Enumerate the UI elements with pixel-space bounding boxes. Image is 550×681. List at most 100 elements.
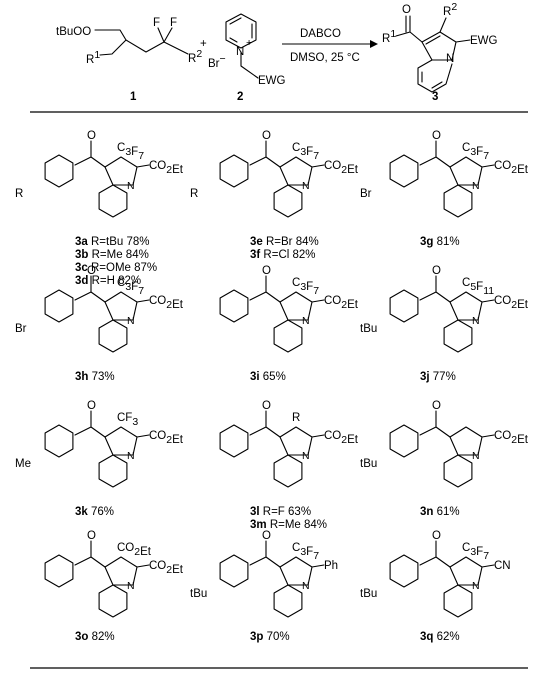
c3-substituent-label: Ph (324, 560, 338, 572)
plus-charge: + (246, 37, 252, 49)
nitrogen-label: N (302, 180, 310, 192)
nitrogen-label: N (236, 46, 244, 58)
reactant-1: tBuOO F F R1 R2 1 (56, 17, 202, 103)
oxygen-label: O (432, 530, 441, 542)
oxygen-label: O (262, 265, 271, 277)
compound-yield-label: 3k 76% (75, 506, 114, 518)
reaction-scheme: tBuOO F F R1 R2 1 + N + Br− EWG 2 (56, 1, 498, 103)
r2-label: R2 (443, 1, 457, 18)
oxygen-label: O (87, 265, 96, 277)
oxygen-label: O (87, 530, 96, 542)
aryl-substituent-label: tBu (360, 588, 377, 600)
c3-substituent-label: CO2Et (324, 295, 359, 311)
c2-substituent-label: C3F7 (292, 277, 319, 297)
oxygen-label: O (262, 400, 271, 412)
compound-yield-label: 3a R=tBu 78% (75, 236, 150, 248)
oxygen-label: O (262, 130, 271, 142)
compound-yield-label: 3c R=OMe 87% (75, 262, 157, 274)
conditions-label: DMSO, 25 °C (290, 52, 360, 64)
nitrogen-label: N (127, 450, 135, 462)
c2-substituent-label: C3F7 (292, 542, 319, 562)
nitrogen-label: N (302, 450, 310, 462)
r2-label: R2 (188, 48, 202, 65)
c3-substituent-label: CO2Et (324, 160, 359, 176)
plus-sign: + (200, 38, 207, 50)
aryl-substituent-label: R (190, 188, 198, 200)
c3-substituent-label: CO2Et (149, 560, 184, 576)
oxygen-label: O (432, 400, 441, 412)
bromide-label: Br− (208, 53, 226, 70)
nitrogen-label: N (127, 180, 135, 192)
compound-number-1: 1 (130, 91, 137, 103)
c3-substituent-label: CO2Et (149, 295, 184, 311)
c2-substituent-label: CO2Et (117, 542, 152, 558)
fluorine-label: F (153, 17, 160, 29)
compound-c3l_3m: N O R CO2Et 3l R=F 63%3m R=Me 84% (219, 400, 359, 531)
compound-yield-label: 3b R=Me 84% (75, 249, 149, 261)
compound-yield-label: 3j 77% (420, 371, 456, 383)
nitrogen-label: N (446, 53, 454, 65)
compound-yield-label: 3f R=Cl 82% (250, 249, 316, 261)
oxygen-label: O (432, 130, 441, 142)
product-3: N O R1 R2 EWG 3 (382, 1, 498, 103)
nitrogen-label: N (127, 580, 135, 592)
c3-substituent-label: CO2Et (324, 430, 359, 446)
c2-substituent-label: C3F7 (292, 142, 319, 162)
aryl-substituent-label: tBu (360, 323, 377, 335)
ewg-label: EWG (258, 75, 286, 87)
c3-substituent-label: CN (494, 560, 511, 572)
aryl-substituent-label: R (15, 188, 23, 200)
c2-substituent-label: C3F7 (117, 142, 144, 162)
compound-yield-label: 3p 70% (250, 631, 290, 643)
c3-substituent-label: CO2Et (149, 160, 184, 176)
ewg-label: EWG (470, 35, 498, 47)
nitrogen-label: N (472, 580, 480, 592)
tbuoo-label: tBuOO (56, 26, 91, 38)
c2-substituent-label: C5F11 (462, 277, 494, 297)
c2-substituent-label: R (292, 412, 300, 424)
compound-yield-label: 3l R=F 63% (250, 506, 311, 518)
compound-yield-label: 3m R=Me 84% (250, 519, 327, 531)
nitrogen-label: N (472, 450, 480, 462)
aryl-substituent-label: Me (15, 458, 31, 470)
reaction-arrow: DABCO DMSO, 25 °C (282, 28, 378, 64)
reactant-2: N + Br− EWG 2 (208, 13, 286, 103)
aryl-substituent-label: Br (360, 188, 372, 200)
c3-substituent-label: CO2Et (494, 295, 529, 311)
oxygen-label: O (87, 130, 96, 142)
compound-yield-label: 3q 62% (420, 631, 460, 643)
oxygen-label: O (262, 530, 271, 542)
nitrogen-label: N (302, 580, 310, 592)
oxygen-label: O (87, 400, 96, 412)
c3-substituent-label: CO2Et (149, 430, 184, 446)
nitrogen-label: N (472, 315, 480, 327)
compound-yield-label: 3h 73% (75, 371, 115, 383)
compound-yield-label: 3n 61% (420, 506, 460, 518)
compound-number-3: 3 (432, 91, 438, 103)
c3-substituent-label: CO2Et (494, 160, 529, 176)
r1-label: R1 (382, 28, 396, 45)
c2-substituent-label: C3F7 (462, 142, 489, 162)
aryl-substituent-label: Br (15, 323, 27, 335)
nitrogen-label: N (127, 315, 135, 327)
c2-substituent-label: CF3 (117, 412, 138, 428)
r1-label: R1 (86, 49, 100, 66)
compound-yield-label: 3g 81% (420, 236, 460, 248)
c2-substituent-label: C3F7 (117, 277, 144, 297)
oxygen-label: O (402, 4, 411, 16)
oxygen-label: O (432, 265, 441, 277)
